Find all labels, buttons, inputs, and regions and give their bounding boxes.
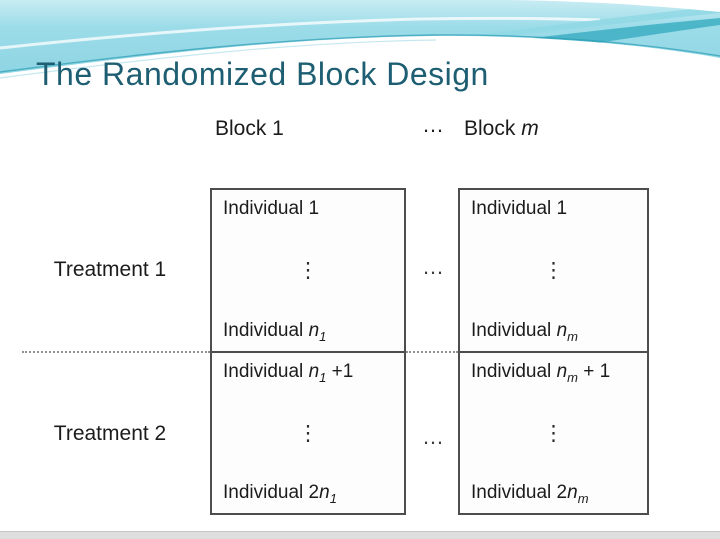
cell-top-text: Individual 1	[471, 198, 568, 219]
header-ellipsis: …	[422, 112, 446, 137]
blockm-header: Block m	[464, 117, 539, 141]
block1-label: Block 1	[215, 117, 284, 140]
cell-treatment2-block1: Individual n1 +1 ⋮ Individual 2n1	[210, 353, 406, 515]
cell-top-text: Individual nm + 1	[471, 361, 611, 385]
vertical-ellipsis: ⋮	[543, 420, 564, 445]
cell-treatment2-blockm: Individual nm + 1 ⋮ Individual 2nm	[458, 353, 649, 515]
cell-bottom-text: Individual 2n1	[223, 482, 337, 506]
dotted-divider-left	[22, 351, 210, 353]
treatment2-label: Treatment 2	[53, 421, 167, 445]
wave-secondary-line	[0, 39, 437, 79]
thin-white-curve	[0, 16, 601, 50]
header-wave-graphic	[0, 0, 720, 100]
slide-title: The Randomized Block Design	[36, 56, 489, 92]
cell-top-text: Individual 1	[223, 198, 320, 219]
cell-bottom-text: Individual nm	[471, 320, 578, 344]
treatment1-label: Treatment 1	[53, 258, 167, 281]
white-wave	[0, 35, 720, 100]
block1-header: Block 1	[215, 117, 284, 141]
cell-bottom-text: Individual n1	[223, 320, 327, 344]
dotted-divider-middle	[406, 351, 458, 353]
blockm-variable: m	[521, 117, 539, 140]
wave-crest-line	[0, 34, 720, 73]
vertical-ellipsis: ⋮	[297, 258, 319, 282]
vertical-ellipsis: ⋮	[297, 420, 319, 445]
slide-bottom-edge	[0, 531, 720, 539]
cell-treatment1-blockm: Individual 1 ⋮ Individual nm	[458, 188, 649, 353]
cell-treatment1-block1: Individual 1 ⋮ Individual n1	[210, 188, 406, 353]
white-corner-sliver	[505, 0, 720, 12]
cell-bottom-text: Individual 2nm	[471, 482, 589, 506]
blockm-label-prefix: Block	[464, 117, 522, 140]
row1-ellipsis: …	[422, 254, 446, 279]
row2-ellipsis: …	[422, 424, 446, 449]
cell-top-text: Individual n1 +1	[223, 361, 354, 385]
vertical-ellipsis: ⋮	[543, 258, 564, 282]
